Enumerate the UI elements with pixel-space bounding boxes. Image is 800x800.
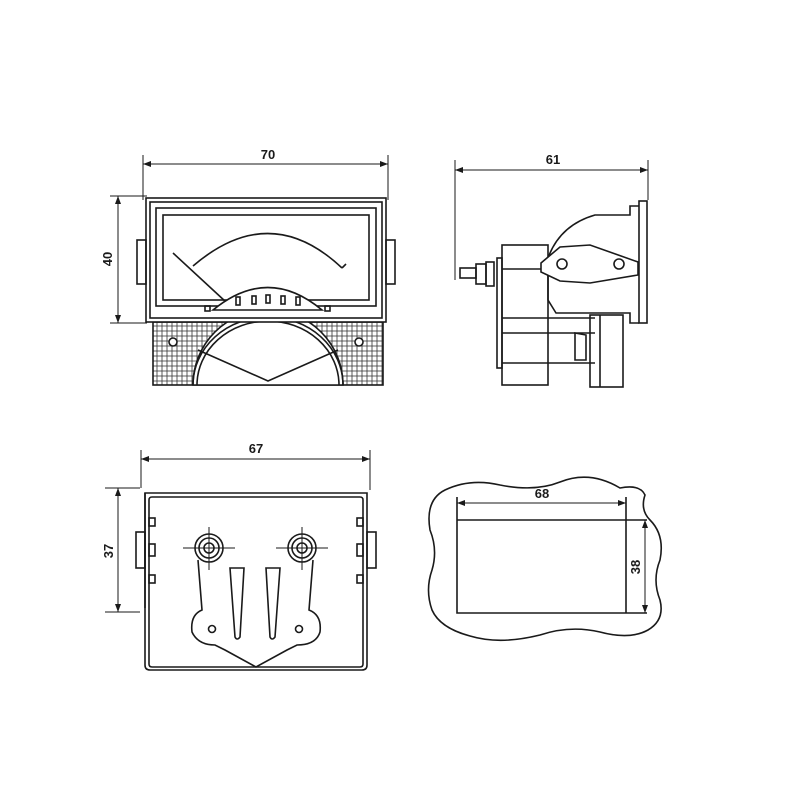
scale-slots: [235, 294, 301, 306]
scale-arc: [192, 232, 343, 269]
panel-outline: [427, 476, 663, 642]
terminal-stud: [459, 267, 477, 279]
needle: [172, 252, 227, 303]
rear-view: 67 37: [101, 441, 377, 671]
terminal-nut: [485, 261, 495, 287]
terminal-left-icon: [183, 527, 235, 570]
screw-icon: [207, 624, 217, 634]
side-depth-label: 61: [546, 152, 560, 167]
cutout-height-label: 38: [628, 560, 643, 574]
cutout-width-label: 68: [535, 486, 549, 501]
mounting-bracket: [540, 244, 639, 284]
front-view: 70 40: [100, 147, 396, 386]
screw-icon: [354, 337, 364, 347]
screw-icon: [168, 337, 178, 347]
rear-height-label: 37: [101, 544, 116, 558]
rear-width-label: 67: [249, 441, 263, 456]
front-width-label: 70: [261, 147, 275, 162]
panel-cutout-view: 68 38: [427, 476, 663, 642]
terminal-right-icon: [276, 527, 328, 570]
front-height-label: 40: [100, 252, 115, 266]
screw-icon: [294, 624, 304, 634]
side-view: 61: [454, 152, 649, 388]
rear-plate: [190, 559, 322, 668]
